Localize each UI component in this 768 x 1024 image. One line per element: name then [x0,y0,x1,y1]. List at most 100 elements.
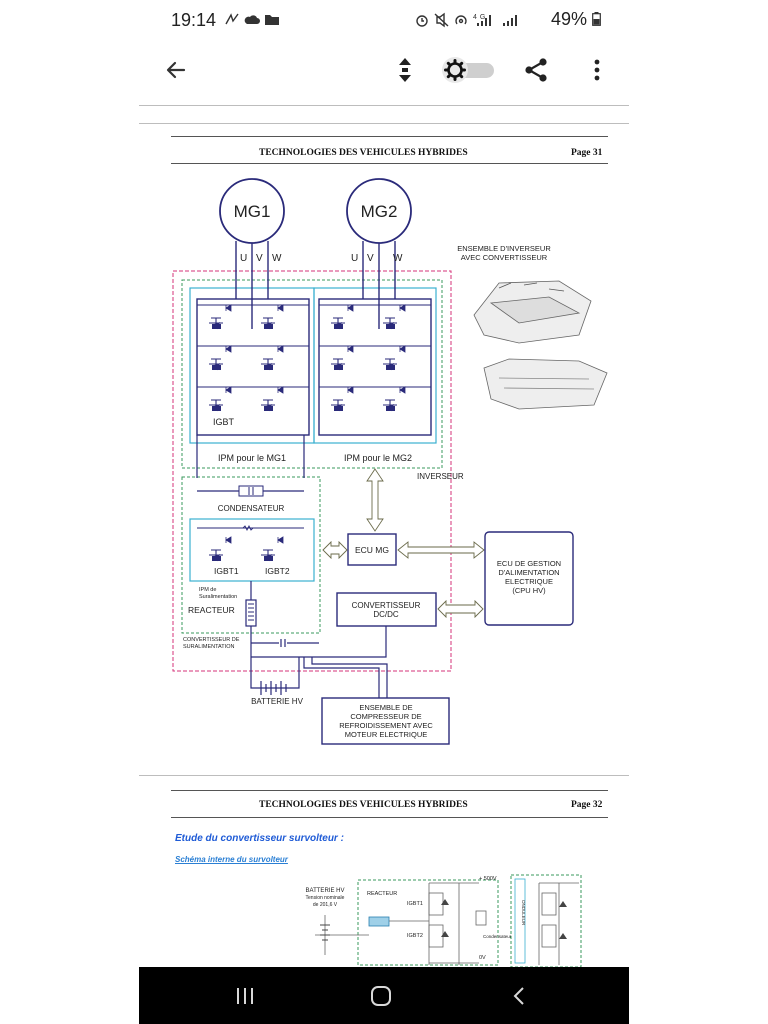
svg-text:W: W [272,253,282,264]
batterie-value-label: de 201,6 V [313,902,338,908]
battery-percent: 49% [550,9,587,29]
document-page-31: TECHNOLOGIES DES VEHICULES HYBRIDES Page… [139,123,629,773]
conv-surali-label: CONVERTISSEUR DE [183,637,240,643]
compressor-box [321,697,450,745]
motor-mg1: MG1 U V W [219,178,285,264]
igbt-cells [197,304,431,412]
igbt-cell [209,386,232,412]
notification-icons [225,13,279,25]
igbt1-label: IGBT1 [407,901,423,907]
home-icon [371,986,391,1006]
igbt-cell [383,345,406,371]
batterie-tension-label: Tension nominale [306,895,345,901]
alarm-icon [416,15,428,27]
batterie-label: BATTERIE HV [251,697,304,706]
ecu-gestion-label: ECU DE GESTION [497,559,561,568]
inverter-assembly-illustration [473,280,608,410]
page32-subheading[interactable]: Schéma interne du survolteur [175,855,288,864]
v500-label: + 500V [479,876,497,882]
page-header-title: TECHNOLOGIES DES VEHICULES HYBRIDES [259,148,468,158]
ecu-mg-box [347,533,397,566]
battery-status: 49% [551,9,601,30]
gear-icon [442,57,494,83]
battery-symbol [260,681,287,695]
recents-button[interactable] [225,981,265,1011]
svg-text:U: U [351,253,358,264]
inverseur-label: INVERSEUR [417,472,464,481]
share-button[interactable] [520,54,552,86]
ecu-gestion-label-4: (CPU HV) [512,586,546,595]
folder-icon [265,15,279,25]
system-nav-bar [139,967,629,1024]
igbt-cell [383,304,406,330]
igbt-cell [209,304,232,330]
reactor-symbol [368,916,390,927]
svg-text:MG1: MG1 [234,202,271,221]
condensateur-label: CONDENSATEUR [218,504,285,513]
igbt-cell [331,304,354,330]
svg-text:V: V [367,253,374,264]
more-options-button[interactable] [587,54,607,86]
dcdc-arrow [437,599,484,619]
ipm-surali-label-2: Suralimentation [199,594,237,600]
igbt-cell [383,386,406,412]
scroll-mode-button[interactable] [393,52,417,88]
mute-icon [434,12,449,28]
ipm-surali-label: IPM de [199,587,216,593]
ecu-gestion-label-3: ELECTRIQUE [505,577,553,586]
inverseur-arrow [366,468,384,532]
igbt2-cell [261,536,284,562]
up-down-icon [399,58,411,82]
igbt-cell [261,304,284,330]
batterie-hv-label: BATTERIE HV [306,888,345,894]
conv-surali-label-2: SURALIMENTATION [183,644,234,650]
ipm-mg2-box [313,287,437,444]
status-time: 19:14 [171,10,217,30]
condensateur-label: Condensateur [483,934,512,939]
page-number: Page 32 [571,800,603,810]
ecu-mg-right-arrow [397,541,485,559]
page-header-rule [171,817,608,818]
hybrid-system-diagram: MG1 U V W MG2 U V W ENSEMBLE D'INVERSEUR [172,178,608,745]
hotspot-icon [455,15,467,25]
status-left-icons [225,12,287,29]
dcdc-converter-box [336,592,437,627]
viewer-toolbar [139,44,629,98]
night-mode-toggle[interactable] [437,56,497,84]
boost-converter-schematic: BATTERIE HV Tension nominale de 201,6 V … [306,874,582,967]
igbt1-cell [209,536,232,562]
document-page-32: TECHNOLOGIES DES VEHICULES HYBRIDES Page… [139,775,629,967]
battery-icon [592,12,601,26]
page32-heading: Etude du convertisseur survolteur : [175,833,344,844]
status-right-icons: 4G [415,12,533,31]
cloud-icon [244,15,260,24]
svg-text:U: U [240,253,247,264]
page-header-title: TECHNOLOGIES DES VEHICULES HYBRIDES [259,800,468,810]
igbt1-label: IGBT1 [214,566,239,576]
igbt-cell [331,386,354,412]
compressor-label-3: REFROIDISSEMENT AVEC [339,721,433,730]
onduleur-label: ONDULEUR [521,900,526,926]
svg-text:V: V [256,253,263,264]
nav-back-button[interactable] [499,981,539,1011]
page-header-rule [171,136,608,137]
motor-mg2: MG2 U V W [346,178,412,264]
igbt2-label: IGBT2 [265,566,290,576]
v0-label: 0V [479,955,486,961]
ecu-gestion-box [484,531,574,626]
recents-icon [237,988,253,1004]
boost-igbt-cells [209,536,284,562]
ipm-boost-box [189,518,315,582]
ipm-mg2-label: IPM pour le MG2 [344,453,412,463]
svg-text:MG2: MG2 [361,202,398,221]
back-button[interactable] [161,52,191,88]
signal-icon [503,15,517,26]
ecu-gestion-label-2: D'ALIMENTATION [498,568,559,577]
share-icon [525,58,547,82]
data-saver-icon [225,13,239,25]
boost-green-box [357,879,499,966]
page-header-rule [171,790,608,791]
home-button[interactable] [361,981,401,1011]
page-number: Page 31 [571,148,603,158]
status-bar: 19:14 4G 49% [139,0,629,40]
